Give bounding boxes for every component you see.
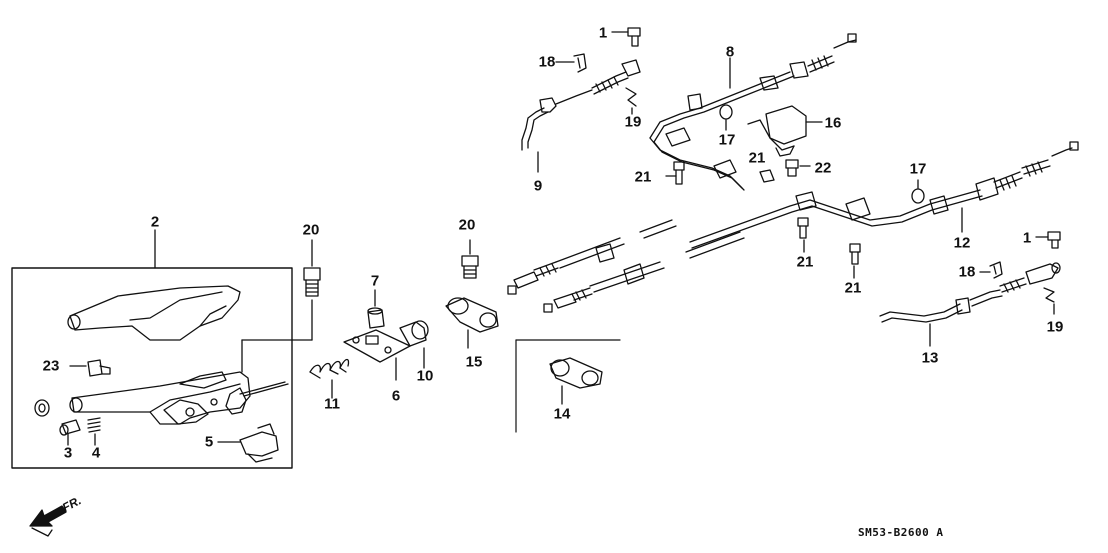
- callout-1-upper: 1: [598, 24, 608, 42]
- callout-15: 15: [465, 353, 483, 371]
- spring-11: [309, 358, 350, 399]
- brake-lever: [69, 299, 313, 425]
- callout-16: 16: [824, 114, 842, 132]
- cable-8: [649, 33, 857, 191]
- callout-2: 2: [150, 213, 160, 231]
- lever-grip-cover: [67, 285, 241, 341]
- callout-1-lower: 1: [1022, 229, 1032, 247]
- callout-21-left: 21: [634, 168, 652, 186]
- callout-8: 8: [725, 43, 735, 61]
- callout-17-right: 17: [909, 160, 927, 178]
- clip-18-upper: [555, 53, 587, 73]
- bolt-1-upper: [611, 27, 641, 47]
- diagram-code: SM53-B2600 A: [858, 526, 944, 539]
- callout-9: 9: [533, 177, 543, 195]
- cable-9: [521, 59, 641, 173]
- pin-3: [59, 419, 81, 446]
- callout-22: 22: [814, 159, 832, 177]
- lever-assembly-frame: [11, 267, 293, 469]
- callout-17-upper: 17: [718, 131, 736, 149]
- adjusting-nut-10: [399, 320, 429, 369]
- cable-guide-14: [549, 357, 603, 405]
- bolt-20-left: [303, 239, 321, 297]
- cable-guide-15: [445, 297, 499, 349]
- bolt-23: [69, 359, 111, 377]
- bolt-22: [785, 159, 811, 177]
- cable-8-guides: [665, 127, 737, 179]
- bracket-5: [217, 423, 279, 463]
- callout-13: 13: [921, 349, 939, 367]
- clip-18-lower: [979, 261, 1003, 279]
- callout-23: 23: [42, 357, 60, 375]
- callout-14: 14: [553, 405, 571, 423]
- clip-19-lower: [1043, 287, 1055, 315]
- nut-17-upper: [719, 104, 733, 131]
- callout-7: 7: [370, 272, 380, 290]
- nut-21-middle: [759, 169, 775, 183]
- callout-11: 11: [324, 395, 340, 413]
- callout-6: 6: [391, 387, 401, 405]
- nut: [34, 399, 50, 417]
- bracket-16: [747, 105, 823, 157]
- callout-21-right: 21: [844, 279, 862, 297]
- bolt-20-right: [461, 239, 479, 279]
- callout-20-left: 20: [302, 221, 320, 239]
- callout-4: 4: [91, 444, 101, 462]
- callout-12: 12: [953, 234, 971, 252]
- bolt-21-right: [849, 243, 861, 279]
- sleeve-7: [367, 289, 385, 329]
- callout-19-upper: 19: [624, 113, 642, 131]
- callout-10: 10: [416, 367, 434, 385]
- nut-17-right: [911, 179, 925, 204]
- callout-21-center: 21: [796, 253, 814, 271]
- callout-21-middle: 21: [748, 149, 766, 167]
- bolt-21-center: [797, 217, 809, 253]
- callout-19-lower: 19: [1046, 318, 1064, 336]
- clip-19-upper: [625, 87, 637, 115]
- equalizer-6: [343, 329, 411, 381]
- cable-12: [689, 141, 1079, 249]
- cable-13: [879, 262, 1061, 347]
- callout-20-right: 20: [458, 216, 476, 234]
- bolt-1-lower: [1035, 231, 1061, 249]
- front-arrow-icon: [29, 505, 67, 537]
- front-cable-ends: [507, 219, 745, 313]
- callout-18-upper: 18: [538, 53, 556, 71]
- callout-5: 5: [204, 433, 214, 451]
- callout-3: 3: [63, 444, 73, 462]
- bolt-21-left: [665, 161, 685, 185]
- callout-18-lower: 18: [958, 263, 976, 281]
- spring-4: [87, 417, 101, 446]
